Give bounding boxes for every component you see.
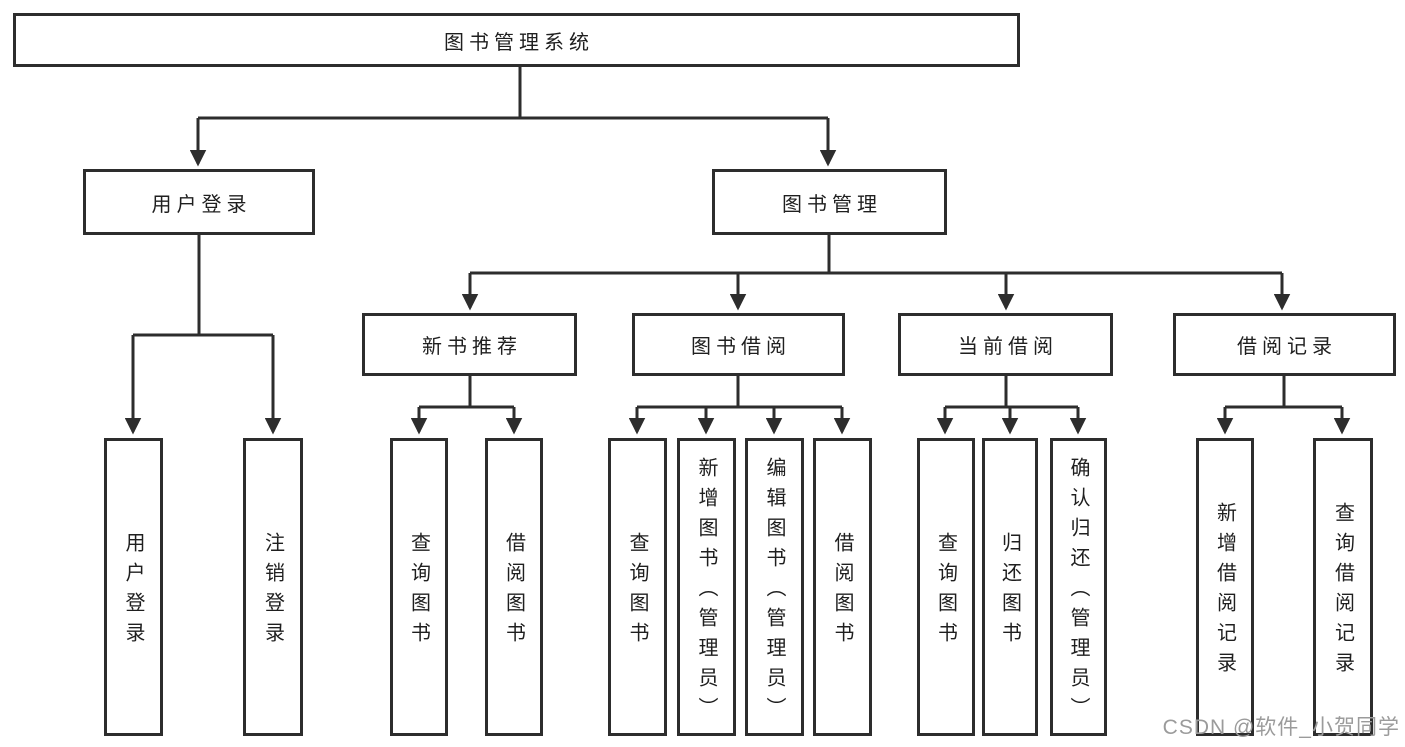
leaf-query-borrow-record: 查询借阅记录 — [1313, 438, 1373, 736]
node-label: 借阅图书 — [502, 532, 525, 652]
leaf-edit-books-admin: 编辑图书（管理员） — [745, 438, 804, 736]
node-library-system: 图书管理系统 — [13, 13, 1020, 67]
node-label: 新书推荐 — [422, 336, 522, 358]
node-book-management: 图书管理 — [712, 169, 947, 235]
leaf-query-books-borrow: 查询图书 — [608, 438, 667, 736]
leaf-borrow-books-recommend: 借阅图书 — [485, 438, 543, 736]
node-label: 借阅记录 — [1237, 336, 1337, 358]
node-book-borrowing: 图书借阅 — [632, 313, 845, 376]
node-label: 确认归还（管理员） — [1067, 457, 1089, 727]
node-label: 用户登录 — [122, 532, 144, 652]
node-label: 新增图书（管理员） — [695, 457, 717, 727]
node-label: 查询图书 — [626, 532, 648, 652]
node-label: 查询图书 — [934, 532, 957, 652]
node-label: 当前借阅 — [958, 336, 1058, 358]
node-current-borrowing: 当前借阅 — [898, 313, 1113, 376]
node-new-book-recommendation: 新书推荐 — [362, 313, 577, 376]
node-label: 借阅图书 — [831, 532, 853, 652]
leaf-query-books-recommend: 查询图书 — [390, 438, 448, 736]
node-label: 图书管理 — [782, 193, 882, 216]
leaf-query-books-current: 查询图书 — [917, 438, 975, 736]
leaf-confirm-return-admin: 确认归还（管理员） — [1050, 438, 1107, 736]
leaf-return-books: 归还图书 — [982, 438, 1038, 736]
node-label: 注销登录 — [261, 532, 284, 652]
leaf-logout: 注销登录 — [243, 438, 303, 736]
leaf-add-books-admin: 新增图书（管理员） — [677, 438, 736, 736]
node-user-login: 用户登录 — [83, 169, 315, 235]
node-label: 归还图书 — [998, 532, 1021, 652]
node-label: 图书管理系统 — [444, 31, 594, 54]
leaf-borrow-books: 借阅图书 — [813, 438, 872, 736]
node-label: 新增借阅记录 — [1213, 502, 1236, 682]
node-label: 用户登录 — [151, 193, 252, 216]
node-label: 图书借阅 — [691, 336, 791, 358]
csdn-watermark: CSDN @软件_小贺同学 — [1162, 716, 1400, 739]
leaf-add-borrow-record: 新增借阅记录 — [1196, 438, 1254, 736]
node-label: 编辑图书（管理员） — [763, 457, 785, 727]
leaf-user-login: 用户登录 — [104, 438, 163, 736]
node-label: 查询图书 — [407, 532, 430, 652]
node-borrowing-records: 借阅记录 — [1173, 313, 1396, 376]
node-label: 查询借阅记录 — [1331, 502, 1354, 682]
